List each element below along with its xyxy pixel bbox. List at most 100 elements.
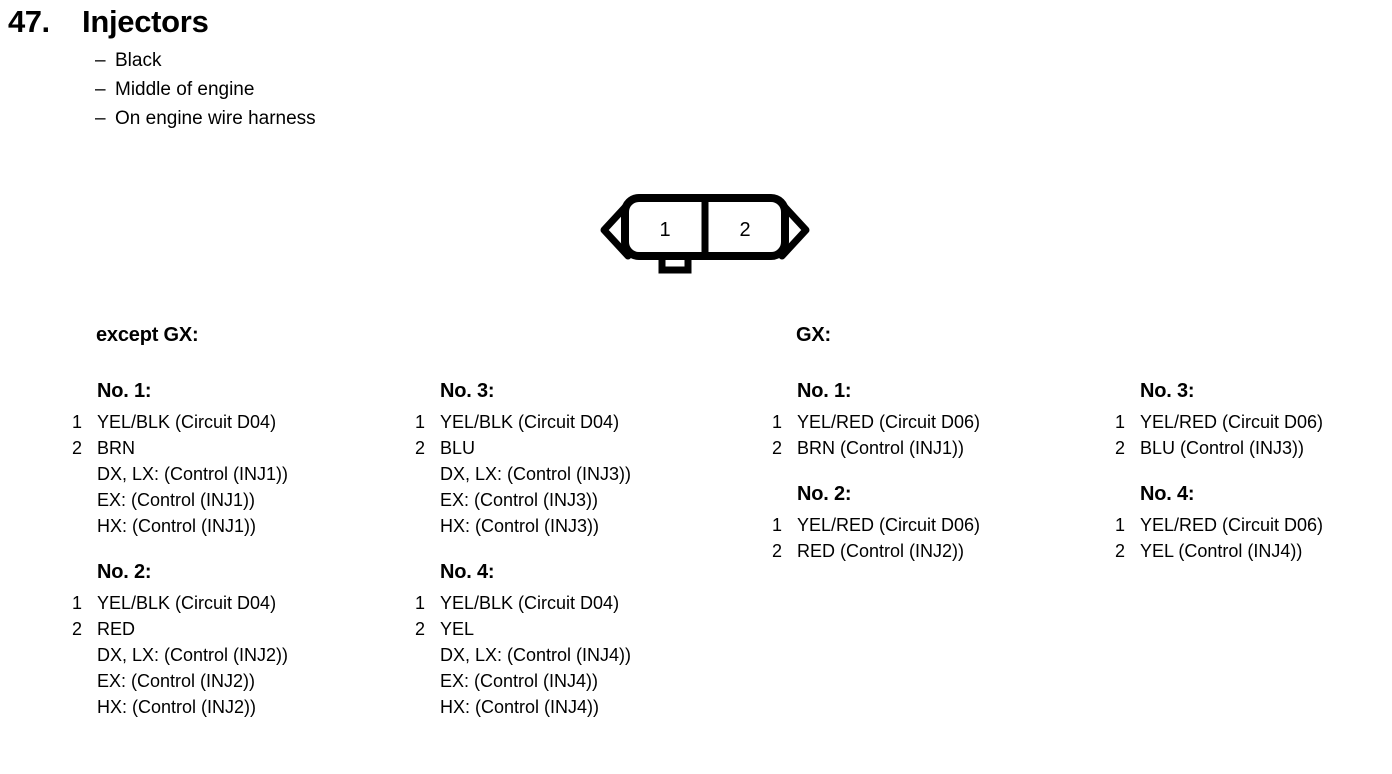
pin-detail-label: HX: (Control (INJ2)) [97,697,257,717]
pin-body: BRN DX, LX: (Control (INJ1)) EX: (Control … [97,435,412,539]
pin-wire-label: YEL [440,619,475,639]
pin-wire-label: YEL/RED (Circuit D06) [1140,515,1324,535]
pin-body: RED DX, LX: (Control (INJ2)) EX: (Control … [97,616,412,720]
injector-group: No. 3: 1 YEL/BLK (Circuit D04) 2 BLU DX, LX: … [415,380,755,539]
pin-row: 1 YEL/RED (Circuit D06) [772,409,1112,435]
pin-body: YEL/RED (Circuit D06) [1140,512,1392,538]
pin-wire-label: YEL/RED (Circuit D06) [797,515,981,535]
pin-number: 2 [415,619,426,639]
pin-detail-label: DX, LX: (Control (INJ4)) [440,645,632,665]
pin-number: 1 [72,412,83,432]
pin-detail-label: DX, LX: (Control (INJ2)) [97,645,289,665]
pin-body: YEL (Control (INJ4)) [1140,538,1392,564]
pin-body: BLU DX, LX: (Control (INJ3)) EX: (Control … [440,435,755,539]
pin-row: 2 YEL (Control (INJ4)) [1115,538,1392,564]
pin-row: 2 RED (Control (INJ2)) [772,538,1112,564]
pin-number: 2 [72,438,83,458]
pin-body: YEL/BLK (Circuit D04) [97,409,412,435]
pin-row: 2 BLU (Control (INJ3)) [1115,435,1392,461]
injector-group-title: No. 4: [440,561,495,583]
pin-body: RED (Control (INJ2)) [797,538,1112,564]
variant-heading-gx: GX: [796,324,831,346]
list-item-label: Middle of engine [115,79,255,100]
pin-number: 2 [772,541,783,561]
pin-number: 2 [772,438,783,458]
pin-body: BLU (Control (INJ3)) [1140,435,1392,461]
injector-group-title: No. 3: [440,380,495,402]
pin-wire-label: BRN [97,438,136,458]
pin-wire-label: YEL/BLK (Circuit D04) [440,412,620,432]
pin-wire-label: YEL (Control (INJ4)) [1140,541,1303,561]
pin-body: YEL DX, LX: (Control (INJ4)) EX: (Control … [440,616,755,720]
injector-group-title: No. 3: [1140,380,1195,402]
page-title: Injectors [82,4,209,39]
injector-group: No. 4: 1 YEL/BLK (Circuit D04) 2 YEL DX, LX: … [415,561,755,720]
pin-row: 2 BRN DX, LX: (Control (INJ1)) EX: (Control… [72,435,412,539]
pin-body: BRN (Control (INJ1)) [797,435,1112,461]
injector-group: No. 1: 1 YEL/RED (Circuit D06) 2 BRN (Contro… [772,380,1112,461]
pin-number: 1 [772,412,783,432]
pin-row: 2 YEL DX, LX: (Control (INJ4)) EX: (Control… [415,616,755,720]
connector-pin-label-2: 2 [739,219,750,241]
pin-detail-label: EX: (Control (INJ2)) [97,671,256,691]
entry-header: 47. Injectors –Black –Middle of engine –… [0,0,1392,133]
pin-detail-label: EX: (Control (INJ4)) [440,671,599,691]
pin-body: YEL/RED (Circuit D06) [797,512,1112,538]
pin-detail-label: HX: (Control (INJ1)) [97,516,257,536]
pin-row: 2 BRN (Control (INJ1)) [772,435,1112,461]
injector-group-title: No. 1: [97,380,152,402]
pin-body: YEL/RED (Circuit D06) [1140,409,1392,435]
pin-number: 2 [415,438,426,458]
injector-group-title: No. 4: [1140,483,1195,505]
pin-detail-label: DX, LX: (Control (INJ3)) [440,464,632,484]
locking-tab-icon [658,252,692,274]
pin-body: YEL/BLK (Circuit D04) [97,590,412,616]
injector-group: No. 1: 1 YEL/BLK (Circuit D04) 2 BRN DX, LX: … [72,380,412,539]
connector-diagram: 1 2 [600,190,810,280]
pin-row: 1 YEL/BLK (Circuit D04) [415,590,755,616]
injector-group-title: No. 1: [797,380,852,402]
dash-bullet-icon: – [95,108,106,129]
pin-wire-label: YEL/BLK (Circuit D04) [440,593,620,613]
entry-title-row: 47. Injectors [0,0,1392,40]
pin-detail-label: EX: (Control (INJ3)) [440,490,599,510]
variant-heading-except-gx: except GX: [96,324,199,346]
entry-number: 47. [8,4,50,39]
pin-detail-label: EX: (Control (INJ1)) [97,490,256,510]
pin-number: 1 [415,593,426,613]
pin-wire-label: RED (Control (INJ2)) [797,541,965,561]
pin-row: 1 YEL/BLK (Circuit D04) [72,409,412,435]
pin-number: 2 [1115,438,1126,458]
pin-wire-label: YEL/RED (Circuit D06) [1140,412,1324,432]
pin-detail-label: HX: (Control (INJ4)) [440,697,600,717]
pin-detail-label: DX, LX: (Control (INJ1)) [97,464,289,484]
pin-number: 1 [415,412,426,432]
pin-row: 2 BLU DX, LX: (Control (INJ3)) EX: (Control… [415,435,755,539]
list-item: –On engine wire harness [95,104,1392,133]
dash-bullet-icon: – [95,50,106,71]
pin-row: 1 YEL/BLK (Circuit D04) [415,409,755,435]
pin-wire-label: YEL/RED (Circuit D06) [797,412,981,432]
list-item-label: Black [115,50,162,71]
pin-wire-label: YEL/BLK (Circuit D04) [97,593,277,613]
pin-wire-label: BLU [440,438,476,458]
injector-group-title: No. 2: [797,483,852,505]
pin-detail-label: HX: (Control (INJ3)) [440,516,600,536]
pin-body: YEL/BLK (Circuit D04) [440,590,755,616]
pin-number: 2 [1115,541,1126,561]
pin-wire-label: BLU (Control (INJ3)) [1140,438,1305,458]
pin-wire-label: RED [97,619,136,639]
pin-body: YEL/BLK (Circuit D04) [440,409,755,435]
attribute-list: –Black –Middle of engine –On engine wire… [0,46,1392,133]
